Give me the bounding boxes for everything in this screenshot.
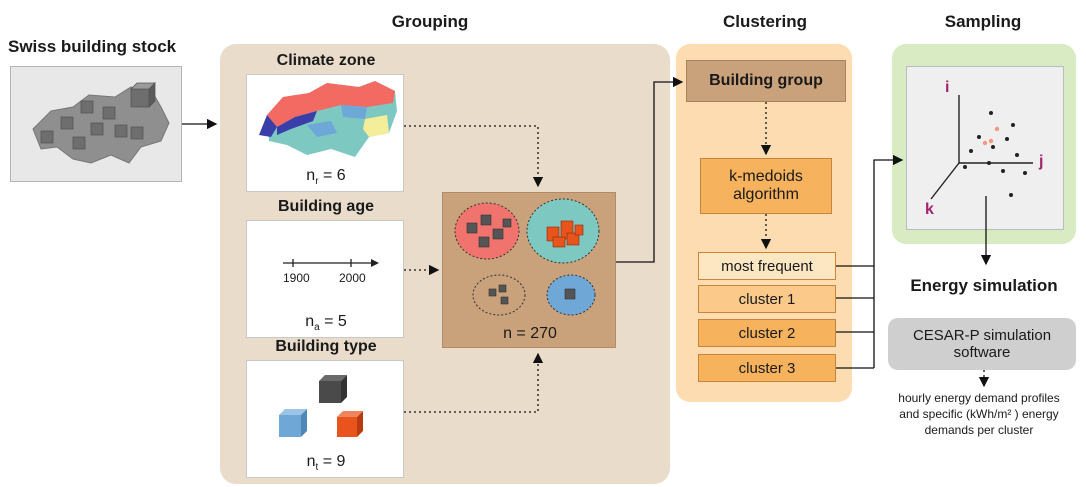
blue-cube-icon [279,409,307,437]
cluster-item-most-frequent: most frequent [698,252,836,280]
dark-cube-icon [319,375,347,403]
climate-zone-title: Climate zone [276,52,376,69]
group-bubbles-icon [454,198,600,316]
age-tick-1900: 1900 [283,271,310,285]
axis-label-k: k [925,201,934,218]
heading-clustering: Clustering [722,12,808,31]
timeline-arrow-icon [283,259,379,267]
climate-map-icon [259,81,397,157]
building-types-icon [279,375,363,437]
building-group-box: Building group [686,60,846,102]
heading-stock: Swiss building stock [8,37,177,56]
building-type-title: Building type [275,338,377,355]
axis-label-i: i [945,79,950,96]
cluster-item-3: cluster 3 [698,354,836,382]
building-age-box: 1900 2000 na = 5 [246,220,404,338]
axis-label-j: j [1039,153,1044,170]
orange-cube-icon [337,411,363,437]
cluster-item-2: cluster 2 [698,319,836,347]
age-tick-2000: 2000 [339,271,366,285]
total-groups-label: n = 270 [503,325,557,342]
swiss-stock-map [10,66,182,182]
energy-simulation-title: Energy simulation [910,276,1058,295]
building-type-box: nt = 9 [246,360,404,478]
climate-zone-box: nr = 6 [246,74,404,192]
heading-sampling: Sampling [944,12,1022,31]
simulation-output-text: hourly energy demand profiles and specif… [898,391,1060,437]
combination-box: n = 270 [442,192,616,348]
climate-n-label: nr = 6 [306,167,346,188]
age-n-label: na = 5 [305,313,347,334]
scatter-3d-icon [930,95,1033,200]
cluster-item-1: cluster 1 [698,285,836,313]
building-age-title: Building age [278,198,374,215]
swiss-map-icon [32,82,170,164]
heading-grouping: Grouping [391,12,469,31]
sampling-scatter-box: i j k [906,66,1064,230]
type-n-label: nt = 9 [306,453,346,474]
